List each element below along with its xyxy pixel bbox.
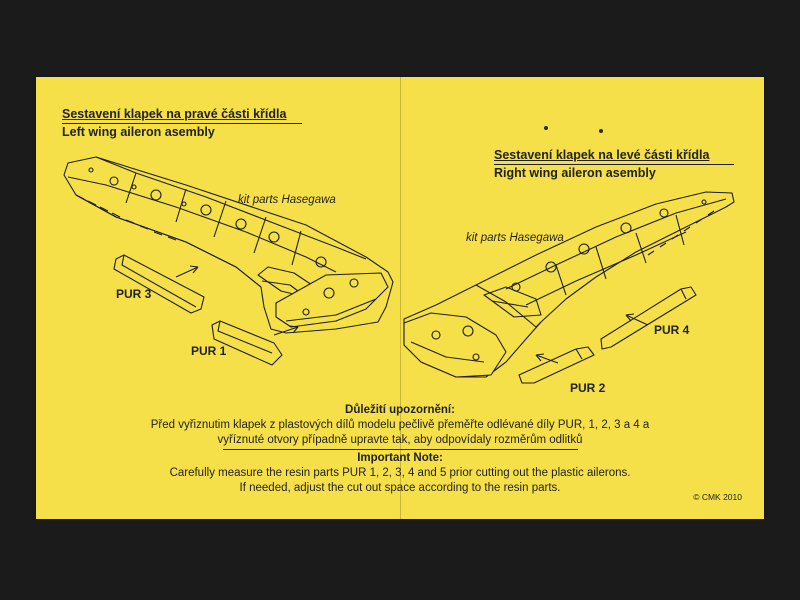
right-kit-label: kit parts Hasegawa xyxy=(466,232,564,244)
right-panel-title: Sestavení klapek na levé části křídla Ri… xyxy=(494,148,734,181)
left-title-rule xyxy=(62,123,302,124)
punch-hole xyxy=(599,129,603,133)
important-notes: Důležití upozornění: Před vyřiznutim kla… xyxy=(36,403,764,496)
notes-cz-line2: vyříznuté otvory případně upravte tak, a… xyxy=(217,434,583,446)
part-label-pur1: PUR 1 xyxy=(191,344,227,358)
notes-cz-line1: Před vyřiznutim klapek z plastových dílů… xyxy=(150,419,650,431)
part-label-pur4: PUR 4 xyxy=(654,323,690,337)
right-wing-illustration xyxy=(403,191,735,384)
notes-en-line1: Carefully measure the resin parts PUR 1,… xyxy=(169,467,631,479)
left-title-cz: Sestavení klapek na pravé části křídla xyxy=(62,107,287,121)
instruction-sheet: Sestavení klapek na pravé části křídla L… xyxy=(36,77,764,519)
left-wing-illustration xyxy=(63,156,394,366)
center-fold xyxy=(400,77,401,519)
right-title-en: Right wing aileron asembly xyxy=(494,166,656,180)
part-label-pur3: PUR 3 xyxy=(116,287,152,301)
left-panel-title: Sestavení klapek na pravé části křídla L… xyxy=(62,107,302,140)
right-title-cz: Sestavení klapek na levé části křídla xyxy=(494,148,710,162)
notes-en-line2: If needed, adjust the cut out space acco… xyxy=(239,482,561,494)
part-label-pur2: PUR 2 xyxy=(570,381,606,395)
notes-heading-en: Important Note: xyxy=(357,452,443,464)
notes-divider xyxy=(222,449,578,450)
copyright-text: © CMK 2010 xyxy=(693,492,742,502)
notes-heading-cz: Důležití upozornění: xyxy=(345,404,455,416)
punch-hole xyxy=(544,126,548,130)
wing-assembly-drawing xyxy=(63,156,735,384)
left-kit-label: kit parts Hasegawa xyxy=(238,194,336,206)
left-title-en: Left wing aileron asembly xyxy=(62,125,215,139)
right-title-rule xyxy=(494,164,734,165)
